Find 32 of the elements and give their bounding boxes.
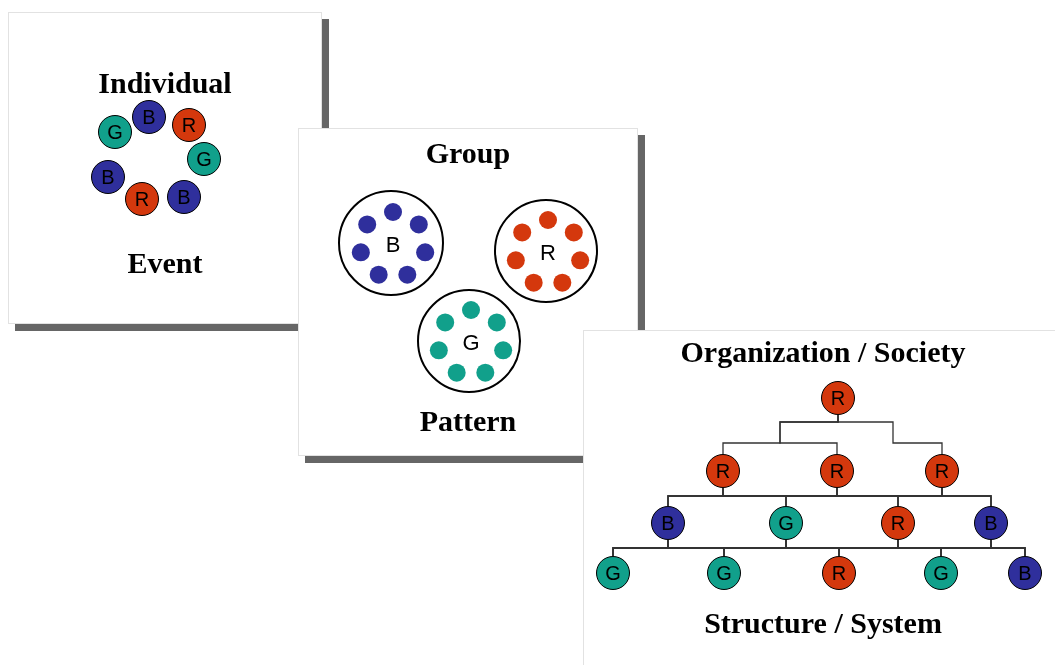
- panel-caption: Pattern: [419, 404, 517, 438]
- letter-circle: R: [881, 506, 915, 540]
- panel-heading: Group: [425, 136, 511, 170]
- circle-letter: B: [385, 232, 401, 258]
- panel-caption: Structure / System: [704, 606, 942, 640]
- panel-card: [583, 330, 1055, 665]
- connector-line: [941, 487, 992, 507]
- letter-circle: G: [707, 556, 741, 590]
- letter-circle: B: [1008, 556, 1042, 590]
- letter-circle: G: [769, 506, 803, 540]
- letter-circle: R: [125, 182, 159, 216]
- circle-letter: R: [540, 240, 556, 266]
- letter-circle: B: [132, 100, 166, 134]
- panel-caption: Event: [127, 246, 203, 280]
- letter-circle: G: [924, 556, 958, 590]
- letter-circle: G: [187, 142, 221, 176]
- connector-line: [837, 414, 943, 455]
- panel-heading: Individual: [98, 66, 232, 100]
- letter-circle: B: [91, 160, 125, 194]
- letter-circle: R: [706, 454, 740, 488]
- letter-circle: G: [98, 115, 132, 149]
- letter-circle: G: [596, 556, 630, 590]
- letter-circle: R: [925, 454, 959, 488]
- letter-circle: B: [167, 180, 201, 214]
- letter-circle: R: [820, 454, 854, 488]
- letter-circle: R: [822, 556, 856, 590]
- letter-circle: R: [821, 381, 855, 415]
- letter-circle: B: [651, 506, 685, 540]
- panel-heading: Organization / Society: [680, 335, 966, 369]
- circle-letter: G: [462, 330, 480, 356]
- letter-circle: R: [172, 108, 206, 142]
- letter-circle: B: [974, 506, 1008, 540]
